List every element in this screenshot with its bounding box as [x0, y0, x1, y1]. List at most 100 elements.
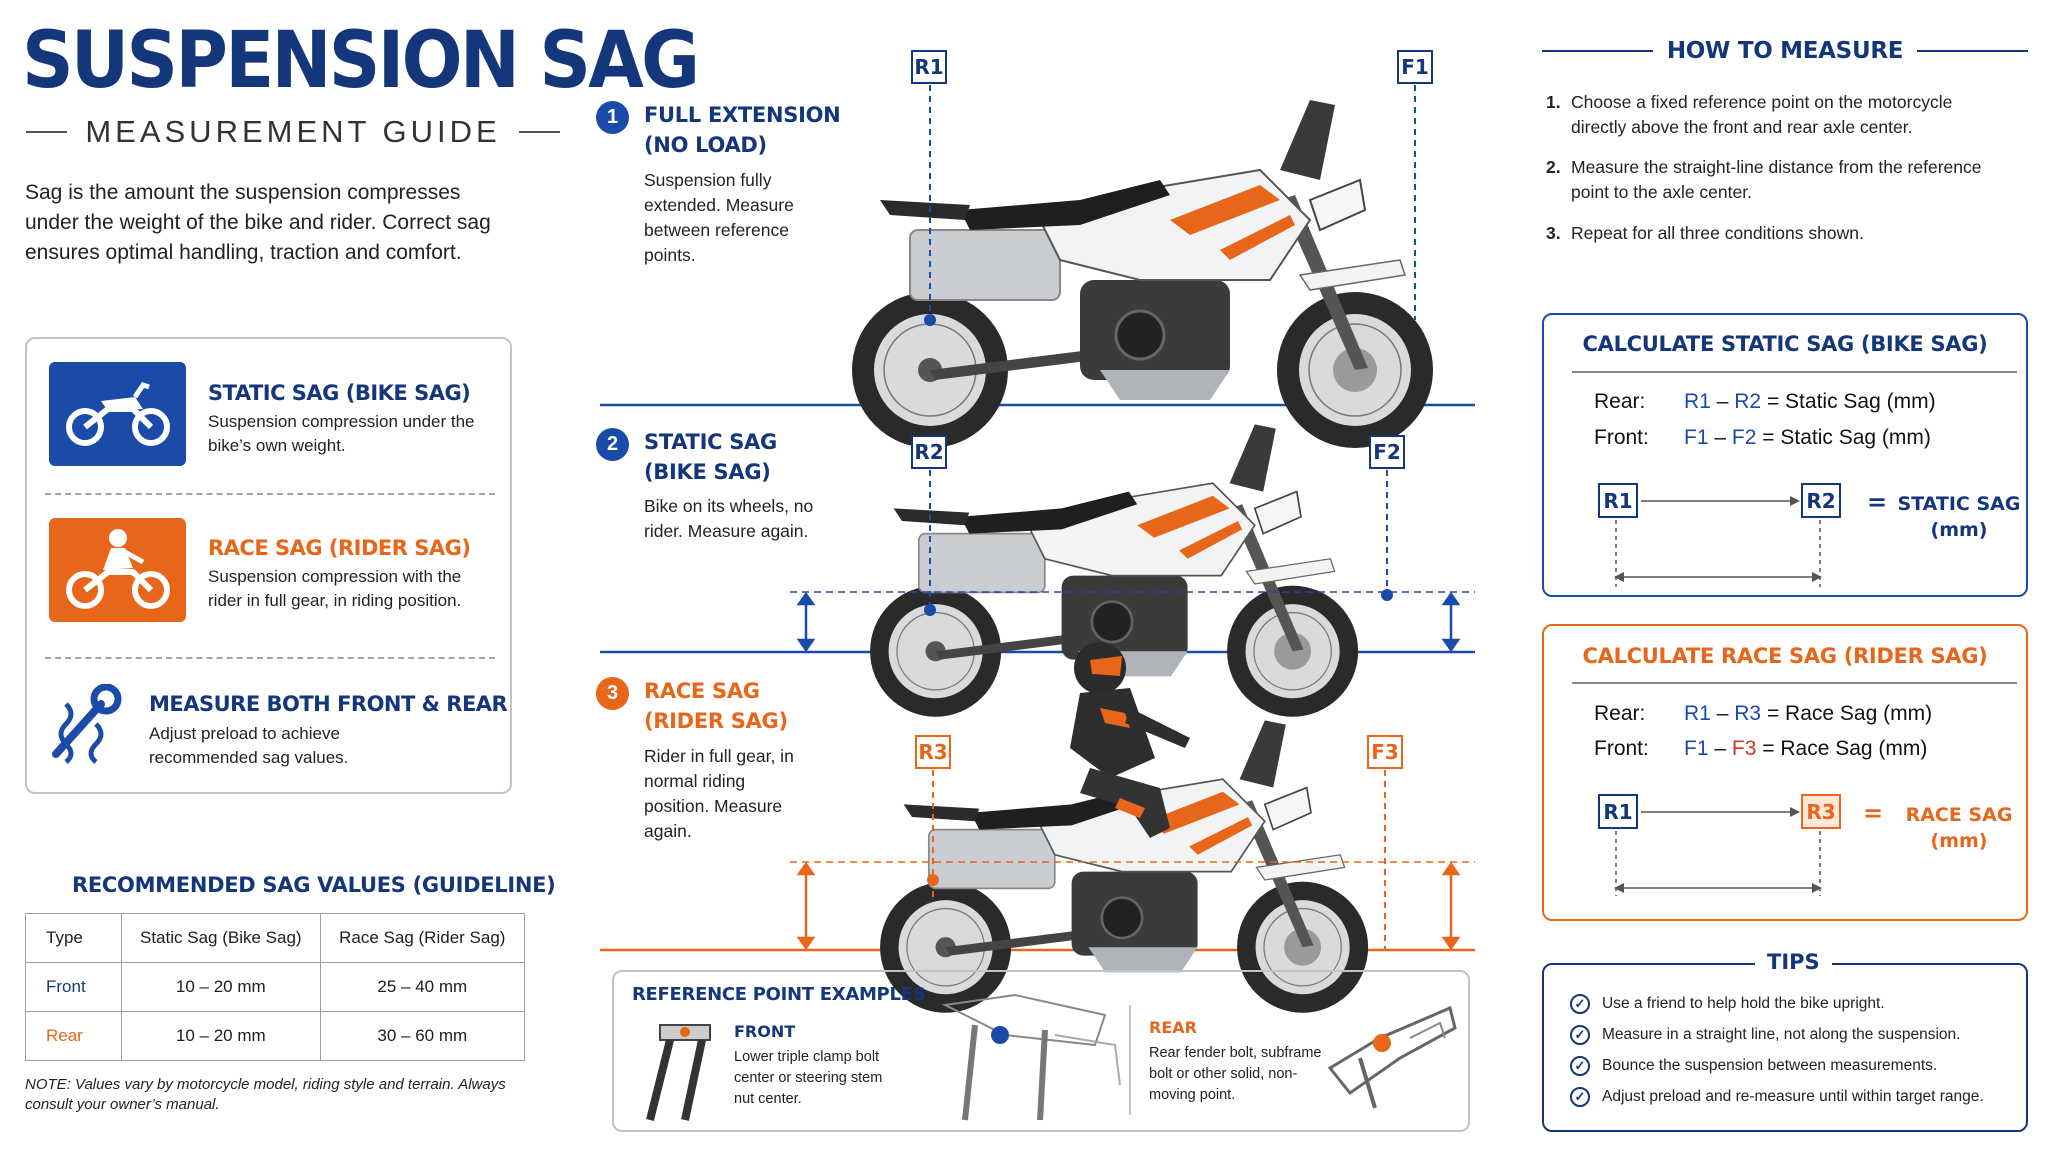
step-title-line: FULL EXTENSION [644, 103, 841, 127]
calc-rule [1572, 371, 2017, 373]
fork-illustration [646, 1024, 711, 1121]
table-cell: 10 – 20 mm [121, 962, 321, 1012]
page-title: SUSPENSION SAG [22, 16, 700, 106]
tag-r3: R3 [915, 735, 951, 769]
type-title: STATIC SAG (BIKE SAG) [208, 381, 471, 405]
step-desc: Suspension fully extended. Measure betwe… [644, 170, 794, 265]
calc-tag-b: R3 [1801, 794, 1841, 829]
ref-front-desc: Lower triple clamp bolt center or steeri… [734, 1049, 883, 1107]
howto-step: 2. Measure the straight-line distance fro… [1546, 155, 2006, 205]
step-title-line: RACE SAG [644, 679, 760, 703]
howto-step: 3. Repeat for all three conditions shown. [1546, 221, 2006, 246]
check-icon: ✓ [1570, 1087, 1590, 1107]
table-header: Static Sag (Bike Sag) [121, 913, 321, 963]
check-icon: ✓ [1570, 1056, 1590, 1076]
check-icon: ✓ [1570, 1025, 1590, 1045]
howto-text: Repeat for all three conditions shown. [1571, 223, 1864, 243]
tag-r1: R1 [911, 50, 947, 84]
subframe-illustration [1327, 1005, 1457, 1109]
subtitle-rule-right [518, 131, 561, 133]
ref-front-label: FRONT [734, 1022, 796, 1041]
step-number: 2 [596, 428, 629, 461]
howto-title: HOW TO MEASURE [1666, 38, 1904, 64]
howto-num: 2. [1546, 157, 1561, 177]
tag-f3: F3 [1367, 735, 1403, 769]
step-number: 1 [596, 101, 629, 134]
intro-text: Sag is the amount the suspension compres… [25, 181, 491, 264]
howto-step: 1. Choose a fixed reference point on the … [1546, 90, 2006, 140]
step-title-line: (RIDER SAG) [644, 709, 788, 733]
table-cell-type: Rear [25, 1011, 122, 1061]
type-desc: Adjust preload to achieve recommended sa… [149, 724, 349, 767]
equals-sign: = [1862, 799, 1884, 827]
type-title: RACE SAG (RIDER SAG) [208, 536, 471, 560]
table-header: Race Sag (Rider Sag) [319, 913, 526, 963]
calc-arrows [1614, 807, 1822, 896]
howto-text: Measure the straight-line distance from … [1571, 157, 1982, 202]
calc-rule [1572, 682, 2017, 684]
calc-arrows [1614, 496, 1822, 587]
calc-static-panel: CALCULATE STATIC SAG (BIKE SAG) Rear:R1 … [1542, 313, 2028, 597]
reference-panel [612, 970, 1470, 1132]
table-cell-type: Front [25, 962, 122, 1012]
page-subtitle: MEASUREMENT GUIDE [85, 114, 501, 149]
formula-front: Front:F1 – F3 = Race Sag (mm) [1594, 737, 1928, 760]
type-title: MEASURE BOTH FRONT & REAR [149, 692, 508, 716]
ref-rear-desc: Rear fender bolt, subframe bolt or other… [1149, 1045, 1322, 1103]
tips-title: TIPS [1755, 950, 1832, 974]
note-text: NOTE: Values vary by motorcycle model, r… [25, 1076, 506, 1113]
rider-icon [49, 518, 186, 622]
table-cell: 30 – 60 mm [319, 1011, 526, 1061]
calc-result: RACE SAG (mm) [1905, 804, 2013, 852]
motorcycle-icon [49, 362, 186, 466]
triple-clamp-illustration [941, 993, 1121, 1121]
tip-item: ✓Use a friend to help hold the bike upri… [1570, 994, 1885, 1014]
motorcycle-full-extension [850, 98, 1435, 450]
formula-front: Front:F1 – F2 = Static Sag (mm) [1594, 426, 1931, 449]
recommended-table: Type Static Sag (Bike Sag) Race Sag (Rid… [25, 913, 526, 1061]
separator [45, 657, 495, 659]
step-title: FULL EXTENSION (NO LOAD) [644, 100, 841, 160]
calc-race-panel: CALCULATE RACE SAG (RIDER SAG) Rear:R1 –… [1542, 624, 2028, 921]
howto-num: 3. [1546, 223, 1561, 243]
check-icon: ✓ [1570, 994, 1590, 1014]
tag-f1: F1 [1397, 50, 1433, 84]
sag-types-panel: STATIC SAG (BIKE SAG) Suspension compres… [25, 337, 512, 794]
step-title-line: (BIKE SAG) [644, 460, 771, 484]
step-number: 3 [596, 677, 629, 710]
calc-title: CALCULATE STATIC SAG (BIKE SAG) [1582, 332, 1988, 356]
table-row: Rear 10 – 20 mm 30 – 60 mm [25, 1011, 526, 1061]
recommended-title: RECOMMENDED SAG VALUES (GUIDELINE) [72, 873, 556, 897]
tip-item: ✓Measure in a straight line, not along t… [1570, 1025, 1960, 1045]
step-title-line: (NO LOAD) [644, 133, 767, 157]
tag-r2: R2 [911, 435, 947, 469]
reference-divider [1129, 1005, 1131, 1115]
tip-item: ✓Bounce the suspension between measureme… [1570, 1056, 1937, 1076]
table-header-row: Type Static Sag (Bike Sag) Race Sag (Rid… [25, 913, 526, 963]
formula-rear: Rear:R1 – R2 = Static Sag (mm) [1594, 390, 1936, 413]
tip-item: ✓Adjust preload and re-measure until wit… [1570, 1087, 1984, 1107]
header-rule [1917, 50, 2029, 52]
reference-title: REFERENCE POINT EXAMPLES [632, 984, 926, 1005]
tag-f2: F2 [1369, 435, 1405, 469]
table-header: Type [25, 913, 122, 963]
calc-tag-a: R1 [1598, 483, 1638, 518]
ref-rear-label: REAR [1149, 1018, 1197, 1037]
howto-text: Choose a fixed reference point on the mo… [1571, 92, 1953, 137]
howto-header: HOW TO MEASURE [1542, 38, 2029, 64]
equals-sign: = [1866, 488, 1888, 516]
table-row: Front 10 – 20 mm 25 – 40 mm [25, 962, 526, 1012]
wrench-spring-icon [41, 679, 131, 769]
step-title-line: STATIC SAG [644, 430, 777, 454]
step-title: RACE SAG (RIDER SAG) [644, 676, 788, 736]
separator [45, 493, 495, 495]
table-cell: 25 – 40 mm [319, 962, 526, 1012]
subtitle-rule-left [26, 131, 68, 133]
howto-num: 1. [1546, 92, 1561, 112]
type-desc: Suspension compression with the rider in… [208, 567, 462, 610]
subtitle-row: MEASUREMENT GUIDE [26, 112, 561, 152]
calc-title: CALCULATE RACE SAG (RIDER SAG) [1582, 644, 1988, 668]
calc-result: STATIC SAG (mm) [1897, 493, 2021, 541]
type-desc: Suspension compression under the bike’s … [208, 412, 475, 455]
